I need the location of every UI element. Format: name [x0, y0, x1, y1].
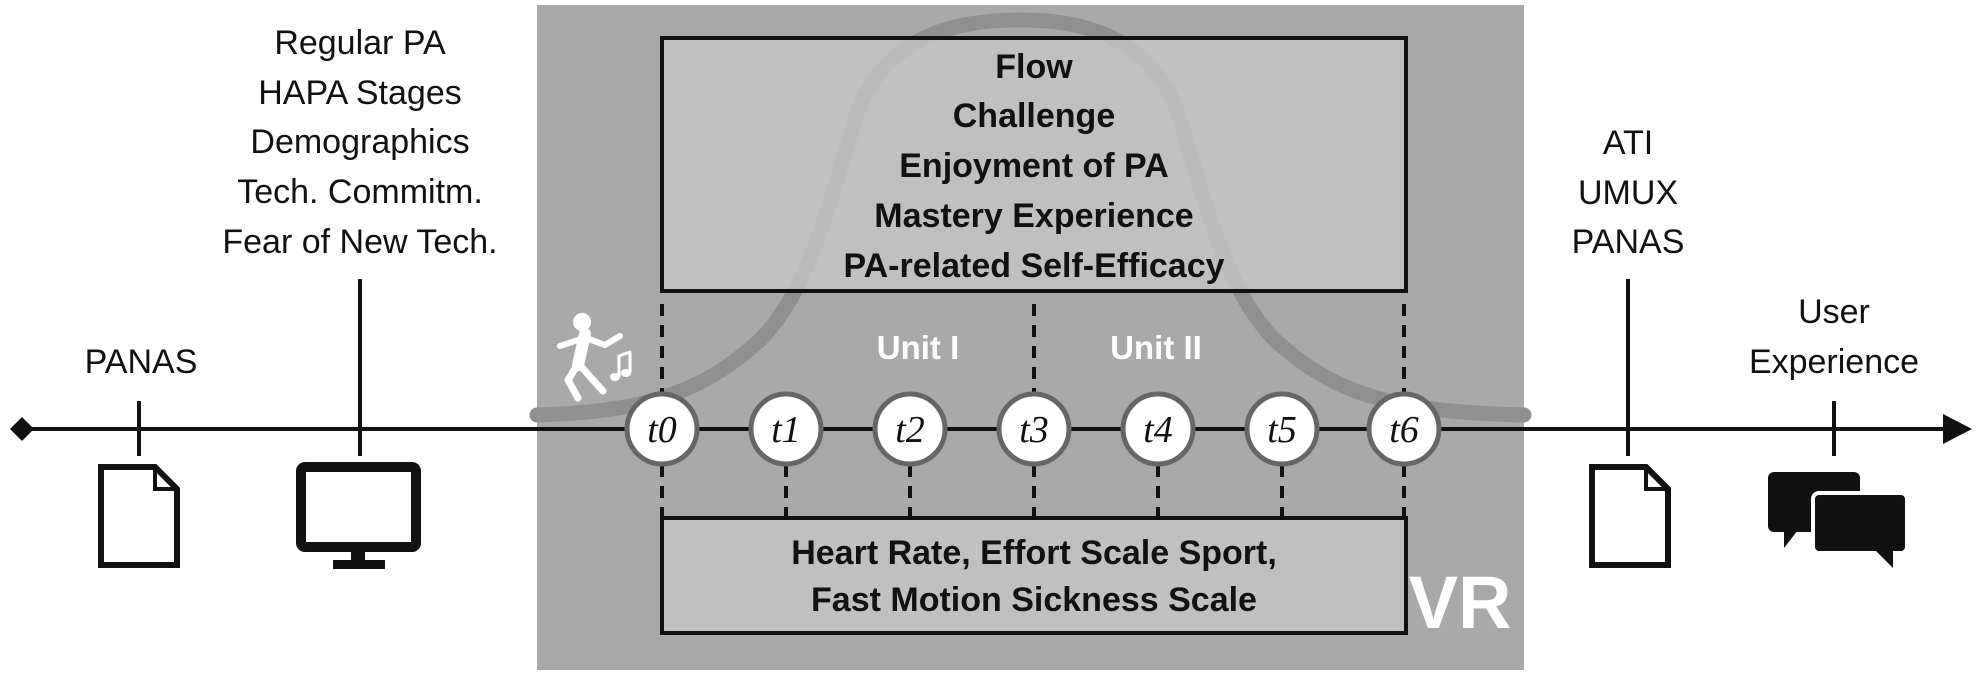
- top-measure-flow: Flow: [995, 48, 1073, 86]
- pre-item-tech-commitment: Tech. Commitm.: [237, 173, 483, 211]
- unit-1-label: Unit I: [877, 329, 959, 366]
- vr-top-measures-box: [660, 36, 1408, 293]
- monitor-icon: [296, 462, 421, 569]
- timeline-start-diamond: [10, 417, 34, 441]
- timepoint-t0-label: t0: [647, 409, 677, 451]
- pre-questionnaire-list: Regular PA HAPA Stages Demographics Tech…: [222, 24, 497, 261]
- post-questionnaire-list: ATI UMUX PANAS: [1572, 124, 1685, 261]
- timeline-arrowhead: [1943, 414, 1972, 444]
- interview-label-line-2: Experience: [1749, 343, 1919, 381]
- post-item-panas: PANAS: [1572, 223, 1685, 261]
- panas-pre-label: PANAS: [85, 343, 198, 381]
- timepoint-t2-label: t2: [895, 409, 925, 451]
- pre-item-fear-new-tech: Fear of New Tech.: [222, 223, 497, 261]
- vr-label: VR: [1409, 561, 1512, 644]
- chat-bubbles-icon: [1768, 472, 1909, 568]
- timepoint-t6: t6: [1366, 391, 1442, 467]
- intensity-curve: [529, 12, 1532, 423]
- pre-item-hapa-stages: HAPA Stages: [258, 74, 462, 112]
- top-dashed-connectors: [660, 304, 1406, 393]
- timepoint-t3: t3: [996, 391, 1072, 467]
- timepoint-t4-label: t4: [1143, 409, 1173, 451]
- vr-bottom-measures-box: [660, 516, 1408, 635]
- timepoint-t4: t4: [1120, 391, 1196, 467]
- unit-2-label: Unit II: [1110, 329, 1202, 366]
- timepoint-t3-label: t3: [1019, 409, 1049, 451]
- bottom-measure-line-2: Fast Motion Sickness Scale: [811, 581, 1257, 619]
- timepoint-t1-label: t1: [771, 409, 801, 451]
- post-item-ati: ATI: [1603, 124, 1653, 162]
- timepoint-t1: t1: [748, 391, 824, 467]
- timepoint-t5-label: t5: [1267, 409, 1297, 451]
- timepoint-t0: t0: [624, 391, 700, 467]
- document-icon-post: [1589, 464, 1671, 568]
- timepoint-t5: t5: [1244, 391, 1320, 467]
- pre-item-demographics: Demographics: [250, 123, 469, 161]
- pre-item-regular-pa: Regular PA: [274, 24, 446, 62]
- top-measure-challenge: Challenge: [953, 97, 1115, 135]
- top-measure-mastery: Mastery Experience: [874, 197, 1193, 235]
- timepoints: t0 t1 t2 t3 t4 t5 t6: [624, 391, 1442, 467]
- post-item-umux: UMUX: [1578, 174, 1678, 212]
- top-measure-self-efficacy: PA-related Self-Efficacy: [843, 247, 1224, 285]
- timepoint-t2: t2: [872, 391, 948, 467]
- vr-top-measures-list: Flow Challenge Enjoyment of PA Mastery E…: [843, 48, 1224, 285]
- dancer-icon: [557, 313, 632, 402]
- timepoint-t6-label: t6: [1389, 409, 1419, 451]
- interview-label-line-1: User: [1798, 293, 1870, 331]
- top-measure-enjoyment: Enjoyment of PA: [899, 147, 1169, 185]
- bottom-dashed-connectors: [660, 465, 1406, 516]
- bottom-measure-line-1: Heart Rate, Effort Scale Sport,: [791, 534, 1277, 572]
- document-icon: [98, 464, 180, 568]
